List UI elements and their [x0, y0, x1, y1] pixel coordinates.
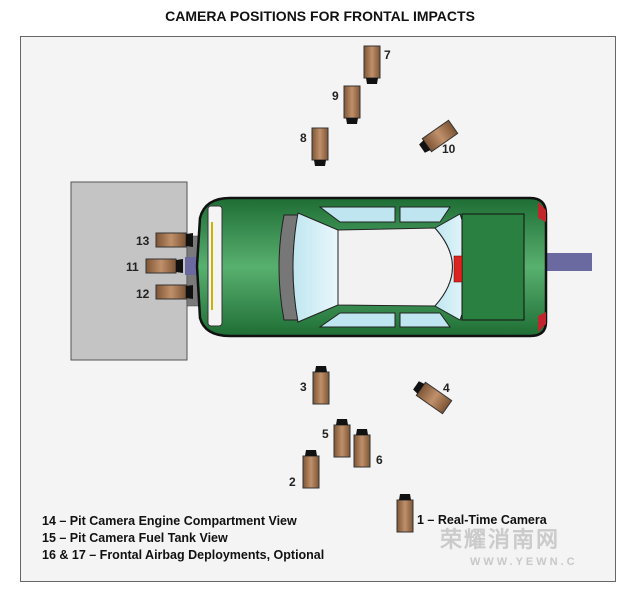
camera-2 — [302, 450, 320, 489]
camera-1 — [396, 494, 414, 533]
tow-bar-front — [185, 257, 197, 275]
camera-label-3: 3 — [300, 380, 307, 394]
camera-10 — [419, 119, 459, 153]
legend-line-15: 15 – Pit Camera Fuel Tank View — [42, 531, 228, 545]
camera-label-11: 11 — [126, 260, 139, 274]
watermark-url: WWW.YEWN.C — [470, 556, 578, 568]
camera-label-4: 4 — [443, 381, 450, 395]
watermark: 荣耀消南网 — [440, 527, 561, 552]
tow-bar-rear — [546, 253, 592, 271]
camera-13 — [155, 232, 193, 248]
camera-6 — [353, 429, 371, 468]
camera-11 — [145, 258, 183, 274]
camera-5 — [333, 419, 351, 458]
camera-label-5: 5 — [322, 427, 329, 441]
camera-label-10: 10 — [442, 142, 456, 156]
camera-8 — [311, 127, 329, 166]
camera-label-2: 2 — [289, 475, 296, 489]
diagram-title: CAMERA POSITIONS FOR FRONTAL IMPACTS — [165, 8, 475, 24]
legend-line-14: 14 – Pit Camera Engine Compartment View — [42, 514, 297, 528]
camera-4 — [413, 381, 453, 415]
camera-label-13: 13 — [136, 234, 150, 248]
camera-9 — [343, 85, 361, 124]
vehicle — [195, 196, 548, 338]
camera-3 — [312, 366, 330, 405]
camera-12 — [155, 284, 193, 300]
camera-label-7: 7 — [384, 48, 391, 62]
camera-label-6: 6 — [376, 453, 383, 467]
legend-line-16-17: 16 & 17 – Frontal Airbag Deployments, Op… — [42, 548, 325, 562]
legend-real-time-camera: 1 – Real-Time Camera — [417, 513, 547, 527]
camera-7 — [363, 45, 381, 84]
camera-label-9: 9 — [332, 89, 339, 103]
legend: 14 – Pit Camera Engine Compartment View … — [42, 513, 324, 564]
camera-label-8: 8 — [300, 131, 307, 145]
camera-label-12: 12 — [136, 287, 150, 301]
